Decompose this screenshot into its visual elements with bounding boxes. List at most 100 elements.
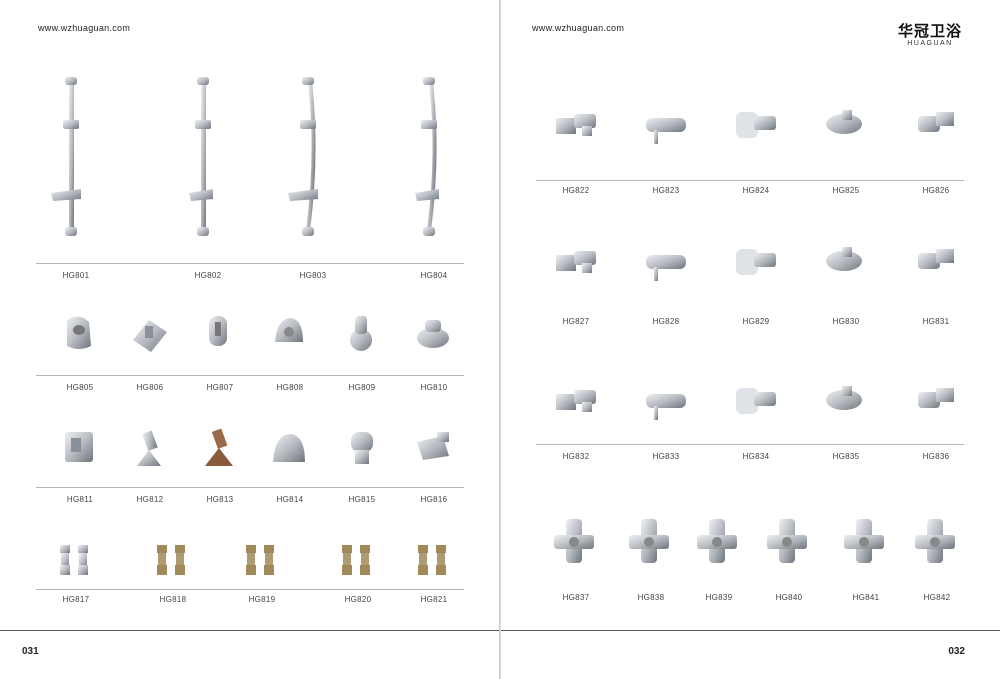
row-divider bbox=[36, 375, 464, 376]
product-image bbox=[129, 426, 171, 470]
product-image bbox=[642, 241, 690, 285]
product-image bbox=[183, 75, 233, 240]
product-code: HG813 bbox=[206, 495, 234, 504]
brand-chinese: 华冠卫浴 bbox=[897, 22, 962, 40]
left-page-row-1: HG801 HG802 HG803 HG804 bbox=[36, 65, 464, 285]
product-image bbox=[151, 539, 195, 583]
product-image bbox=[59, 426, 101, 470]
product-image bbox=[822, 380, 870, 424]
product-code: HG837 bbox=[562, 593, 590, 602]
product-code: HG828 bbox=[652, 317, 680, 326]
left-page-url: www.wzhuaguan.com bbox=[38, 23, 131, 33]
row-divider bbox=[36, 263, 464, 264]
product-image bbox=[912, 380, 960, 424]
product-code: HG808 bbox=[276, 383, 304, 392]
product-code: HG810 bbox=[420, 383, 448, 392]
product-code: HG830 bbox=[832, 317, 860, 326]
product-image bbox=[341, 426, 383, 470]
product-image bbox=[642, 380, 690, 424]
product-image bbox=[412, 539, 456, 583]
product-code: HG840 bbox=[775, 593, 803, 602]
product-image bbox=[732, 380, 780, 424]
product-image bbox=[269, 426, 311, 470]
right-bottom-rule bbox=[501, 630, 1000, 631]
product-code: HG805 bbox=[66, 383, 94, 392]
product-code: HG812 bbox=[136, 495, 164, 504]
left-page-number: 031 bbox=[22, 646, 39, 657]
product-code: HG831 bbox=[922, 317, 950, 326]
product-code: HG839 bbox=[705, 593, 733, 602]
product-code: HG829 bbox=[742, 317, 770, 326]
right-page-url: www.wzhuaguan.com bbox=[532, 23, 625, 33]
product-code: HG822 bbox=[562, 186, 590, 195]
product-code: HG801 bbox=[62, 271, 90, 280]
product-image bbox=[54, 539, 98, 583]
product-image bbox=[642, 104, 690, 148]
product-image bbox=[240, 539, 284, 583]
product-image bbox=[341, 312, 383, 356]
left-page-row-3: HG811 HG812 HG813 HG814 HG815 HG816 bbox=[36, 420, 464, 509]
product-code: HG804 bbox=[420, 271, 448, 280]
left-page-row-2: HG805 HG806 HG807 HG808 HG809 HG810 bbox=[36, 310, 464, 397]
page-gutter bbox=[499, 0, 501, 679]
product-image bbox=[695, 517, 743, 567]
left-page-row-4: HG817 HG818 HG819 HG820 HG821 bbox=[36, 535, 464, 609]
product-code: HG832 bbox=[562, 452, 590, 461]
product-code: HG818 bbox=[159, 595, 187, 604]
product-code: HG823 bbox=[652, 186, 680, 195]
row-divider bbox=[536, 180, 964, 181]
product-code: HG838 bbox=[637, 593, 665, 602]
row-divider bbox=[36, 487, 464, 488]
product-code: HG825 bbox=[832, 186, 860, 195]
product-code: HG820 bbox=[344, 595, 372, 604]
product-image bbox=[413, 426, 455, 470]
product-code: HG816 bbox=[420, 495, 448, 504]
right-page-row-2: HG827 HG828 HG829 HG830 HG831 bbox=[536, 233, 964, 331]
product-code: HG841 bbox=[852, 593, 880, 602]
product-image bbox=[59, 312, 101, 356]
product-code: HG819 bbox=[248, 595, 276, 604]
product-image bbox=[288, 75, 338, 240]
product-code: HG811 bbox=[66, 495, 94, 504]
product-code: HG826 bbox=[922, 186, 950, 195]
row-divider bbox=[536, 444, 964, 445]
product-image bbox=[552, 241, 600, 285]
brand-logo: 华冠卫浴 HUAGUAN bbox=[898, 20, 962, 47]
product-code: HG827 bbox=[562, 317, 590, 326]
right-page-row-1: HG822 HG823 HG824 HG825 HG826 bbox=[536, 98, 964, 200]
product-code: HG835 bbox=[832, 452, 860, 461]
product-code: HG815 bbox=[348, 495, 376, 504]
product-code: HG817 bbox=[62, 595, 90, 604]
right-page-row-4: HG837 HG838 HG839 HG840 HG841 HG842 bbox=[536, 515, 964, 607]
left-bottom-rule bbox=[0, 630, 500, 631]
product-image bbox=[199, 312, 241, 356]
left-page: www.wzhuaguan.com HG801 HG802 HG803 HG80… bbox=[0, 23, 500, 657]
product-image bbox=[822, 104, 870, 148]
product-code: HG833 bbox=[652, 452, 680, 461]
product-image bbox=[912, 241, 960, 285]
right-page: www.wzhuaguan.com 华冠卫浴 HUAGUAN HG822 HG8… bbox=[501, 0, 1000, 679]
product-image bbox=[269, 312, 311, 356]
product-code: HG807 bbox=[206, 383, 234, 392]
product-image bbox=[842, 517, 890, 567]
product-code: HG809 bbox=[348, 383, 376, 392]
product-image bbox=[129, 312, 171, 356]
product-image bbox=[199, 426, 241, 470]
product-code: HG824 bbox=[742, 186, 770, 195]
product-image bbox=[732, 241, 780, 285]
product-image bbox=[413, 312, 455, 356]
brand-english: HUAGUAN bbox=[907, 40, 953, 47]
product-code: HG821 bbox=[420, 595, 448, 604]
product-image bbox=[913, 517, 961, 567]
product-image bbox=[912, 104, 960, 148]
product-image bbox=[732, 104, 780, 148]
product-image bbox=[552, 104, 600, 148]
product-code: HG806 bbox=[136, 383, 164, 392]
product-image bbox=[552, 517, 600, 567]
product-image bbox=[51, 75, 101, 240]
product-image bbox=[627, 517, 675, 567]
product-image bbox=[822, 241, 870, 285]
product-code: HG842 bbox=[923, 593, 951, 602]
product-code: HG803 bbox=[299, 271, 327, 280]
